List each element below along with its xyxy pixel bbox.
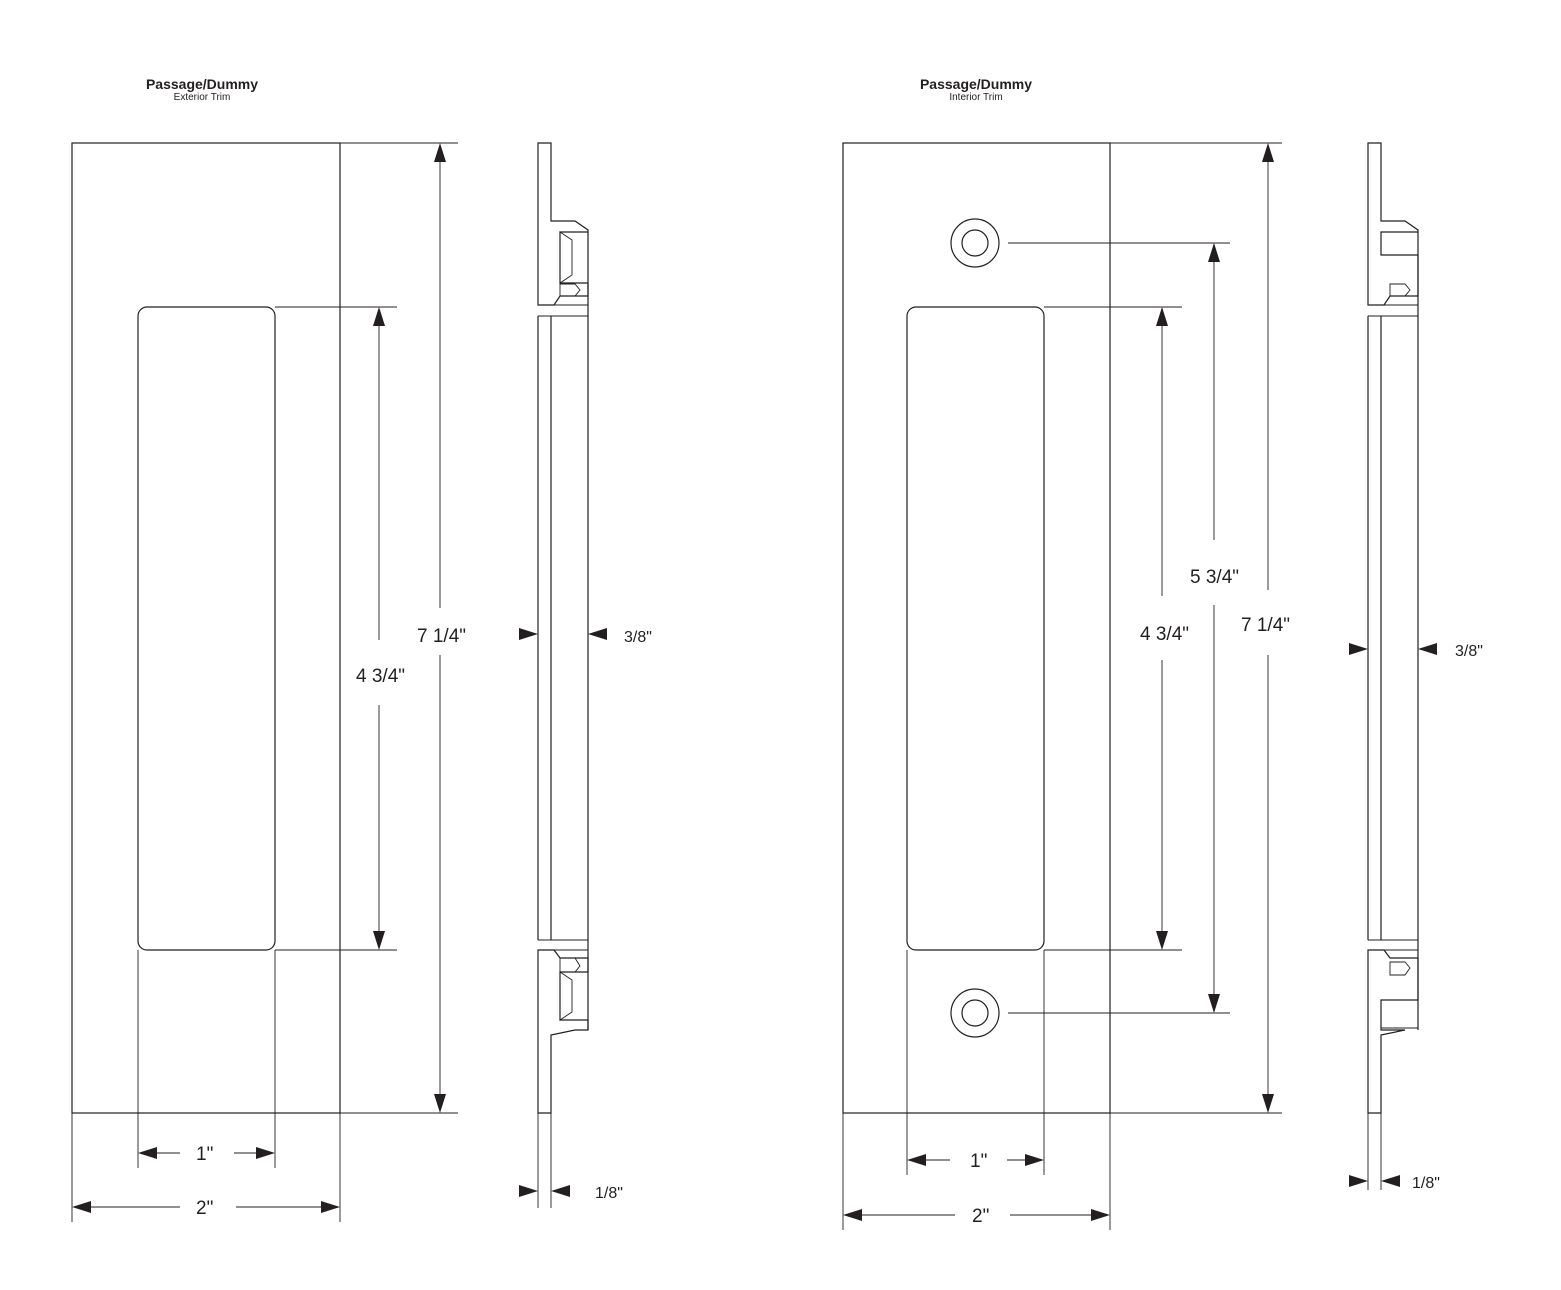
exterior-opening-width-dimension: 1" <box>138 1144 275 1165</box>
interior-screw-spacing-label: 5 3/4" <box>1190 567 1239 588</box>
exterior-plate-label: 1/8" <box>595 1185 623 1202</box>
right-subtitle: Interior Trim <box>949 92 1003 104</box>
right-title-block: Passage/Dummy Interior Trim <box>846 76 1106 104</box>
interior-plate-label: 1/8" <box>1412 1175 1440 1192</box>
interior-plate-outline <box>842 142 1111 1114</box>
interior-side-section <box>1367 142 1419 1190</box>
exterior-depth-dimension: 3/8" <box>519 628 652 646</box>
exterior-opening-width-label: 1" <box>196 1144 213 1165</box>
interior-width-label: 2" <box>972 1206 989 1227</box>
left-title-block: Passage/Dummy Exterior Trim <box>72 76 332 104</box>
interior-opening-height-dimension: 4 3/4" <box>1140 307 1189 950</box>
interior-opening-width-dimension: 1" <box>907 1151 1044 1172</box>
top-screw-hole-icon <box>950 218 1000 268</box>
right-title: Passage/Dummy <box>919 76 1033 92</box>
exterior-side-section <box>537 142 589 1208</box>
exterior-plate-dimension: 1/8" <box>519 1185 623 1202</box>
exterior-width-label: 2" <box>196 1198 213 1219</box>
interior-width-dimension: 2" <box>843 1206 1110 1227</box>
exterior-width-dimension: 2" <box>72 1198 340 1219</box>
exterior-height-label: 7 1/4" <box>417 626 466 647</box>
interior-screw-spacing-dimension: 5 3/4" <box>1190 243 1239 1013</box>
interior-opening-height-label: 4 3/4" <box>1140 624 1189 645</box>
exterior-finger-opening <box>137 306 276 951</box>
left-title: Passage/Dummy <box>145 76 259 92</box>
interior-opening-width-label: 1" <box>970 1151 987 1172</box>
interior-height-dimension: 7 1/4" <box>1241 143 1290 1113</box>
bottom-screw-hole-icon <box>950 988 1000 1038</box>
interior-finger-opening <box>906 306 1045 951</box>
exterior-plate-outline <box>71 142 341 1114</box>
exterior-opening-height-dimension: 4 3/4" <box>356 307 405 950</box>
interior-height-label: 7 1/4" <box>1241 615 1290 636</box>
exterior-height-dimension: 7 1/4" <box>417 143 466 1113</box>
interior-depth-dimension: 3/8" <box>1349 643 1483 660</box>
exterior-depth-label: 3/8" <box>624 629 652 646</box>
interior-depth-label: 3/8" <box>1455 643 1483 660</box>
exterior-opening-height-label: 4 3/4" <box>356 666 405 687</box>
exterior-front-view <box>71 142 458 1222</box>
left-subtitle: Exterior Trim <box>173 92 231 104</box>
interior-plate-dimension: 1/8" <box>1349 1175 1440 1192</box>
interior-front-view <box>842 142 1282 1230</box>
